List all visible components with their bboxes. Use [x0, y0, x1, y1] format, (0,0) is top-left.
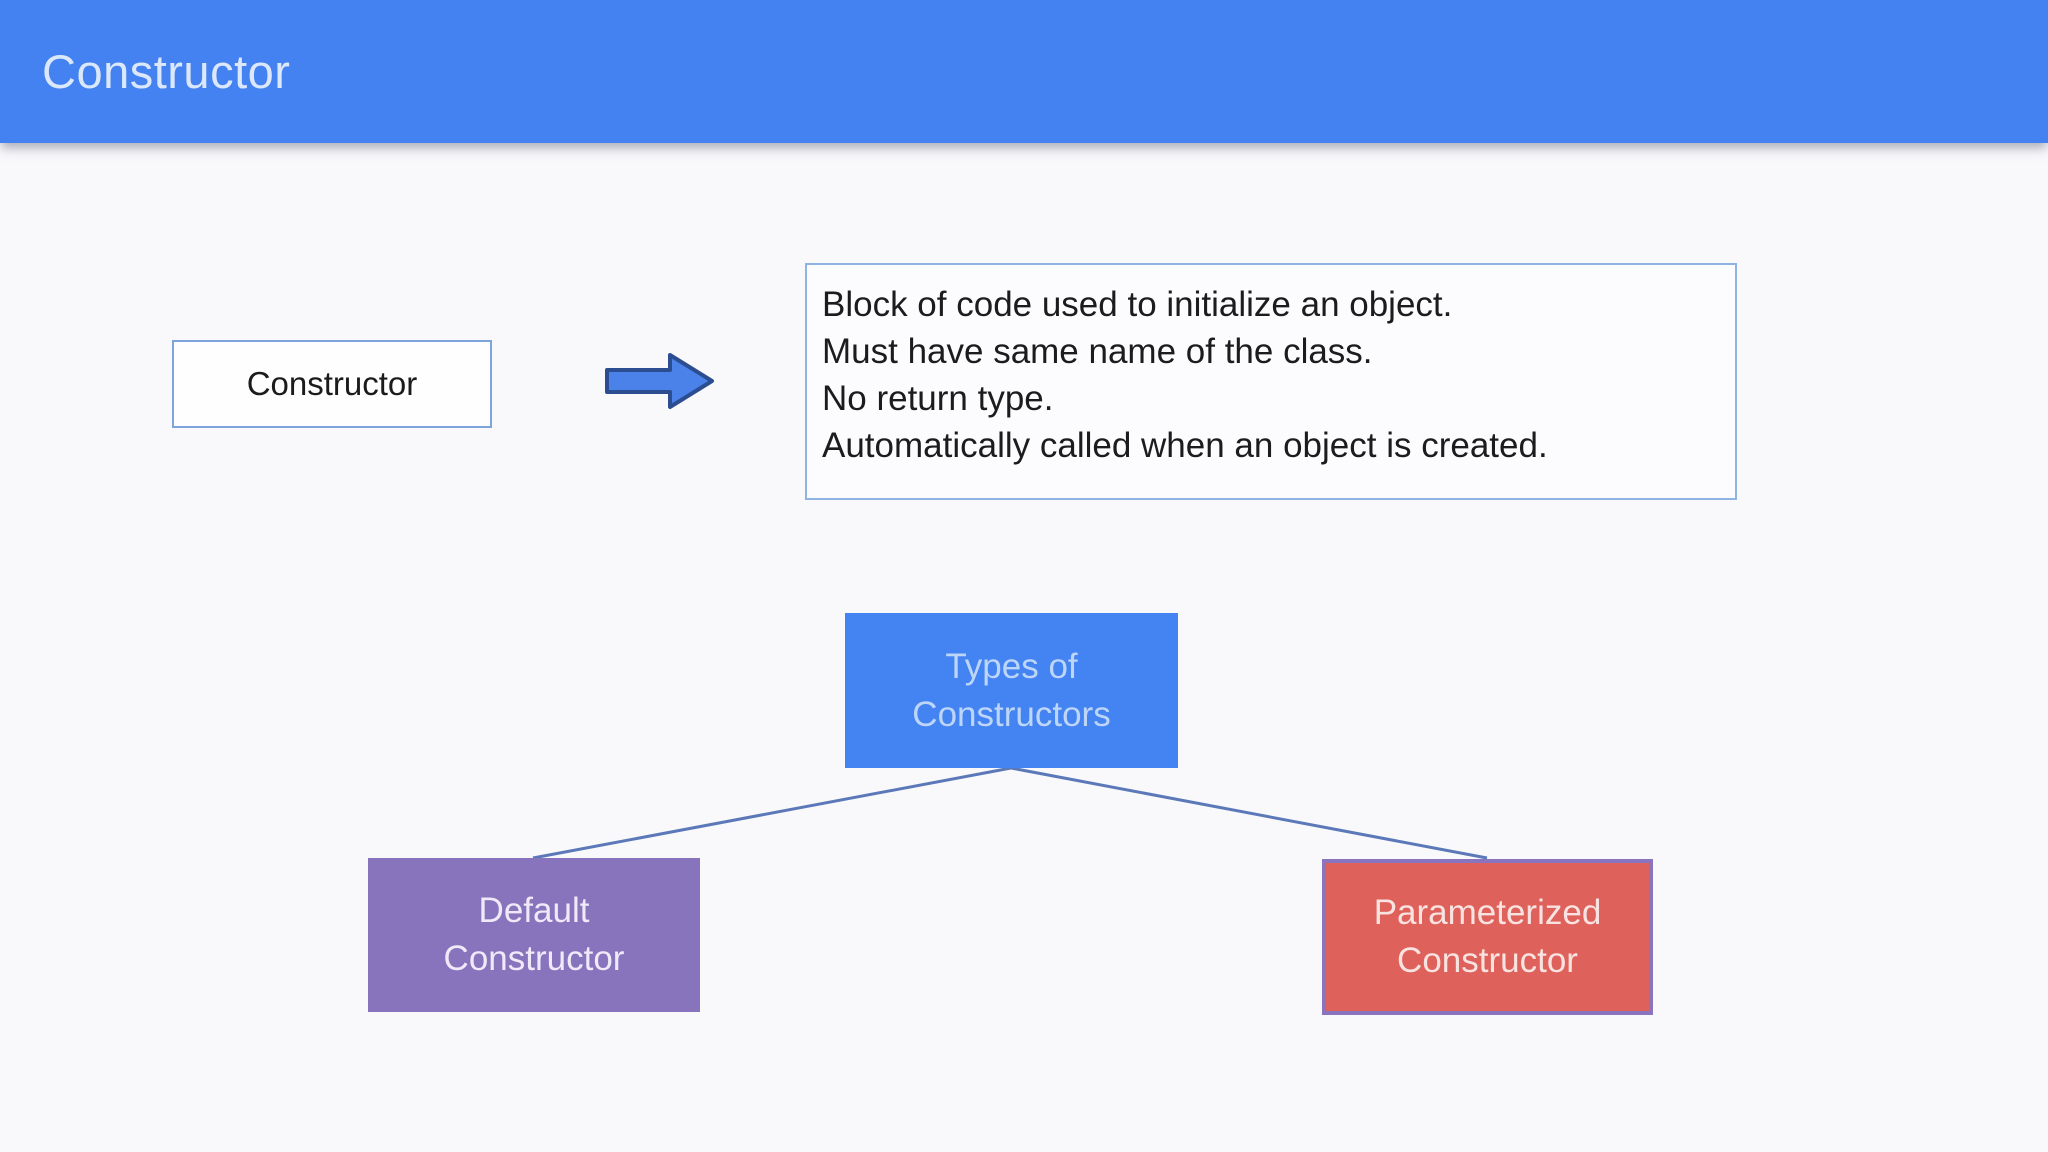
definition-box: Block of code used to initialize an obje…	[805, 263, 1737, 500]
constructor-box-label: Constructor	[246, 365, 418, 402]
right-block-arrow-shape	[605, 353, 714, 409]
node-label-line: Default	[478, 891, 590, 930]
right-block-arrow-icon	[602, 350, 718, 412]
node-label-line: Constructor	[1397, 941, 1578, 980]
node-label-line: Parameterized	[1373, 893, 1602, 932]
node-label-line: Types of	[945, 646, 1078, 686]
app-header: Constructor	[0, 0, 2048, 143]
definition-line: Block of code used to initialize an obje…	[822, 285, 1453, 324]
page-title: Constructor	[42, 45, 291, 98]
connector-right-line	[1010, 766, 1488, 860]
definition-line: Must have same name of the class.	[822, 332, 1373, 371]
node-label-line: Constructor	[443, 939, 625, 978]
types-of-constructors-node: Types of Constructors	[845, 613, 1178, 768]
node-label-line: Constructors	[912, 694, 1111, 734]
connector-left-line	[532, 766, 1012, 860]
definition-line: Automatically called when an object is c…	[822, 426, 1548, 465]
definition-line: No return type.	[822, 379, 1054, 418]
constructor-box: Constructor	[172, 340, 492, 428]
